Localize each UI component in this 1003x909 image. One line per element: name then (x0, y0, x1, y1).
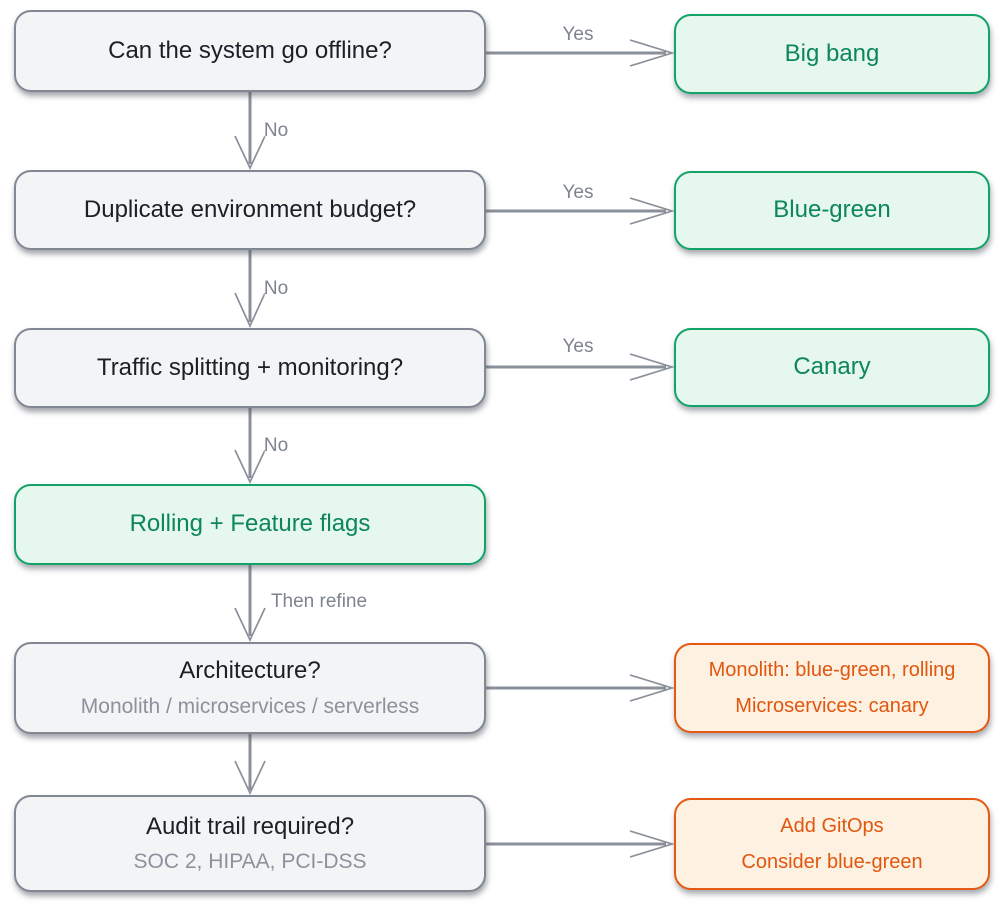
question-node-architecture: Architecture? Monolith / microservices /… (14, 642, 486, 734)
outcome-node-rolling-feature-flags: Rolling + Feature flags (14, 484, 486, 565)
edge-label-yes-1: Yes (562, 24, 594, 45)
edge-label-then-refine: Then refine (270, 591, 368, 612)
question-node-architecture-label: Architecture? (179, 657, 321, 684)
question-node-audit-trail-label: Audit trail required? (145, 812, 355, 840)
question-node-traffic-splitting-label: Traffic splitting + monitoring? (96, 353, 404, 381)
recommendation-gitops-line: Add GitOps (780, 815, 884, 837)
recommendation-node-architecture: Monolith: blue-green, rolling Microservi… (674, 643, 990, 733)
edge-label-no-2: No (263, 278, 289, 299)
arrow-q5-q6 (234, 734, 266, 796)
arrow-q4-q5 (234, 565, 266, 643)
outcome-node-big-bang: Big bang (674, 14, 990, 94)
arrow-q1-a1 (486, 39, 675, 67)
arrow-q5-a5 (486, 674, 675, 702)
outcome-node-blue-green: Blue-green (674, 171, 990, 250)
question-node-audit-trail-subtitle: SOC 2, HIPAA, PCI-DSS (133, 850, 367, 874)
arrow-q3-q4 (234, 408, 266, 485)
outcome-node-rolling-feature-flags-label: Rolling + Feature flags (129, 510, 371, 538)
question-node-architecture-subtitle: Monolith / microservices / serverless (80, 694, 420, 718)
recommendation-monolith-line: Monolith: blue-green, rolling (708, 659, 956, 681)
edge-label-no-1: No (263, 120, 289, 141)
arrow-q6-a6 (486, 830, 675, 858)
arrow-q1-q2 (234, 92, 266, 171)
arrow-q2-q3 (234, 250, 266, 329)
outcome-node-canary-label: Canary (793, 353, 871, 381)
outcome-node-canary: Canary (674, 328, 990, 407)
edge-label-no-3: No (263, 435, 289, 456)
recommendation-microservices-line: Microservices: canary (735, 695, 929, 717)
question-node-offline-label: Can the system go offline? (108, 36, 392, 64)
question-node-offline: Can the system go offline? (14, 10, 486, 92)
edge-label-yes-2: Yes (562, 182, 594, 203)
edge-label-yes-3: Yes (562, 336, 594, 357)
recommendation-node-audit: Add GitOps Consider blue-green (674, 798, 990, 890)
outcome-node-blue-green-label: Blue-green (773, 196, 891, 224)
question-node-budget-label: Duplicate environment budget? (83, 195, 417, 223)
recommendation-blue-green-line: Consider blue-green (741, 851, 923, 873)
question-node-budget: Duplicate environment budget? (14, 170, 486, 250)
question-node-audit-trail: Audit trail required? SOC 2, HIPAA, PCI-… (14, 795, 486, 892)
arrow-q2-a2 (486, 197, 675, 225)
arrow-q3-a3 (486, 353, 675, 381)
question-node-traffic-splitting: Traffic splitting + monitoring? (14, 328, 486, 408)
outcome-node-big-bang-label: Big bang (784, 39, 880, 67)
